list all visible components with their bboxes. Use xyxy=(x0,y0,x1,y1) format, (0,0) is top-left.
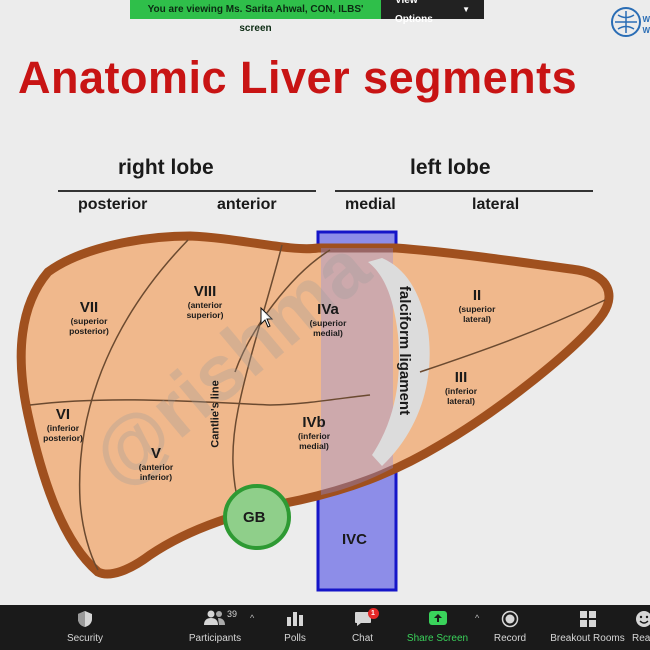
record-icon xyxy=(501,610,519,628)
segment-ivb: IVb (inferior medial) xyxy=(297,414,331,452)
shield-icon xyxy=(78,611,92,627)
cantlie-line-label: Cantlie's line xyxy=(209,380,222,448)
share-chevron-up-icon[interactable]: ^ xyxy=(475,613,480,623)
polls-label: Polls xyxy=(284,633,306,644)
share-screen-icon xyxy=(428,611,447,625)
view-options-button[interactable]: View Options ▼ xyxy=(381,0,484,25)
participants-icon xyxy=(204,610,225,625)
polls-icon xyxy=(287,612,303,626)
meeting-toolbar: Security 39 ^ Participants Polls 1 Chat xyxy=(0,605,650,650)
lateral-divider xyxy=(419,299,606,373)
falciform-ligament xyxy=(368,258,430,466)
segment-v: V (anterior inferior) xyxy=(138,445,174,483)
breakout-rooms-button[interactable]: Breakout Rooms xyxy=(540,605,635,650)
posterior-anterior-divider xyxy=(78,239,189,571)
lateral-label: lateral xyxy=(472,196,520,213)
medial-label: medial xyxy=(345,196,396,213)
ivc-overlay xyxy=(321,248,393,495)
chevron-down-icon: ▼ xyxy=(462,5,470,14)
record-label: Record xyxy=(493,633,527,644)
slide-title: Anatomic Liver segments xyxy=(18,52,578,103)
segment-viii: VIII (anterior superior) xyxy=(186,283,224,321)
right-lobe-rule xyxy=(58,190,316,192)
segment-iii: III (inferior lateral) xyxy=(444,369,478,407)
view-options-label: View Options xyxy=(395,0,433,25)
share-screen-button[interactable]: ^ Share Screen xyxy=(395,605,480,650)
reactions-button[interactable]: Reactions xyxy=(632,605,650,650)
chat-badge: 1 xyxy=(367,608,379,619)
anterior-label: anterior xyxy=(217,196,277,213)
reactions-label: Reactions xyxy=(632,633,650,644)
security-button[interactable]: Security xyxy=(0,605,170,650)
chat-icon xyxy=(354,612,371,626)
posterior-label: posterior xyxy=(78,196,148,213)
breakout-rooms-label: Breakout Rooms xyxy=(550,633,625,644)
record-button[interactable]: Record xyxy=(480,605,540,650)
cantlie-line xyxy=(232,244,283,511)
viewing-message: You are viewing Ms. Sarita Ahwal, CON, I… xyxy=(130,0,381,34)
org-logo-text: W W xyxy=(642,15,650,35)
segment-iva: IVa (superior medial) xyxy=(309,301,347,339)
gallbladder xyxy=(223,484,291,550)
left-lobe-rule xyxy=(335,190,593,192)
breakout-rooms-icon xyxy=(579,611,596,627)
falciform-ligament-label: falciform ligament xyxy=(396,285,414,416)
share-screen-label: Share Screen xyxy=(406,633,469,644)
polls-button[interactable]: Polls xyxy=(260,605,330,650)
horizontal-divider xyxy=(29,394,371,406)
left-lobe-label: left lobe xyxy=(410,156,491,179)
screen-share-banner: You are viewing Ms. Sarita Ahwal, CON, I… xyxy=(130,0,484,34)
ivc-label: IVC xyxy=(342,531,368,548)
chevron-up-icon[interactable]: ^ xyxy=(250,613,255,623)
participants-label: Participants xyxy=(188,633,242,644)
chat-label: Chat xyxy=(351,633,374,644)
shared-slide: You are viewing Ms. Sarita Ahwal, CON, I… xyxy=(16,0,650,592)
security-label: Security xyxy=(66,633,104,644)
participant-count: 39 xyxy=(227,609,238,619)
chat-icon-wrap: 1 xyxy=(354,608,379,630)
segment-ii: II (superior lateral) xyxy=(458,287,496,325)
participants-button[interactable]: 39 ^ Participants xyxy=(170,605,260,650)
upper-right-divider xyxy=(234,249,331,373)
segment-vii: VII (superior posterior) xyxy=(69,299,109,337)
gallbladder-label: GB xyxy=(243,509,266,526)
chat-button[interactable]: 1 Chat xyxy=(330,605,395,650)
who-emblem-icon xyxy=(611,7,641,37)
right-lobe-label: right lobe xyxy=(118,156,214,179)
cursor-icon xyxy=(260,306,274,328)
segment-vi: VI (inferior posterior) xyxy=(43,406,83,444)
reactions-icon xyxy=(636,611,650,627)
liver-outline xyxy=(16,231,614,579)
liver-diagram: @rishma xyxy=(16,222,614,592)
